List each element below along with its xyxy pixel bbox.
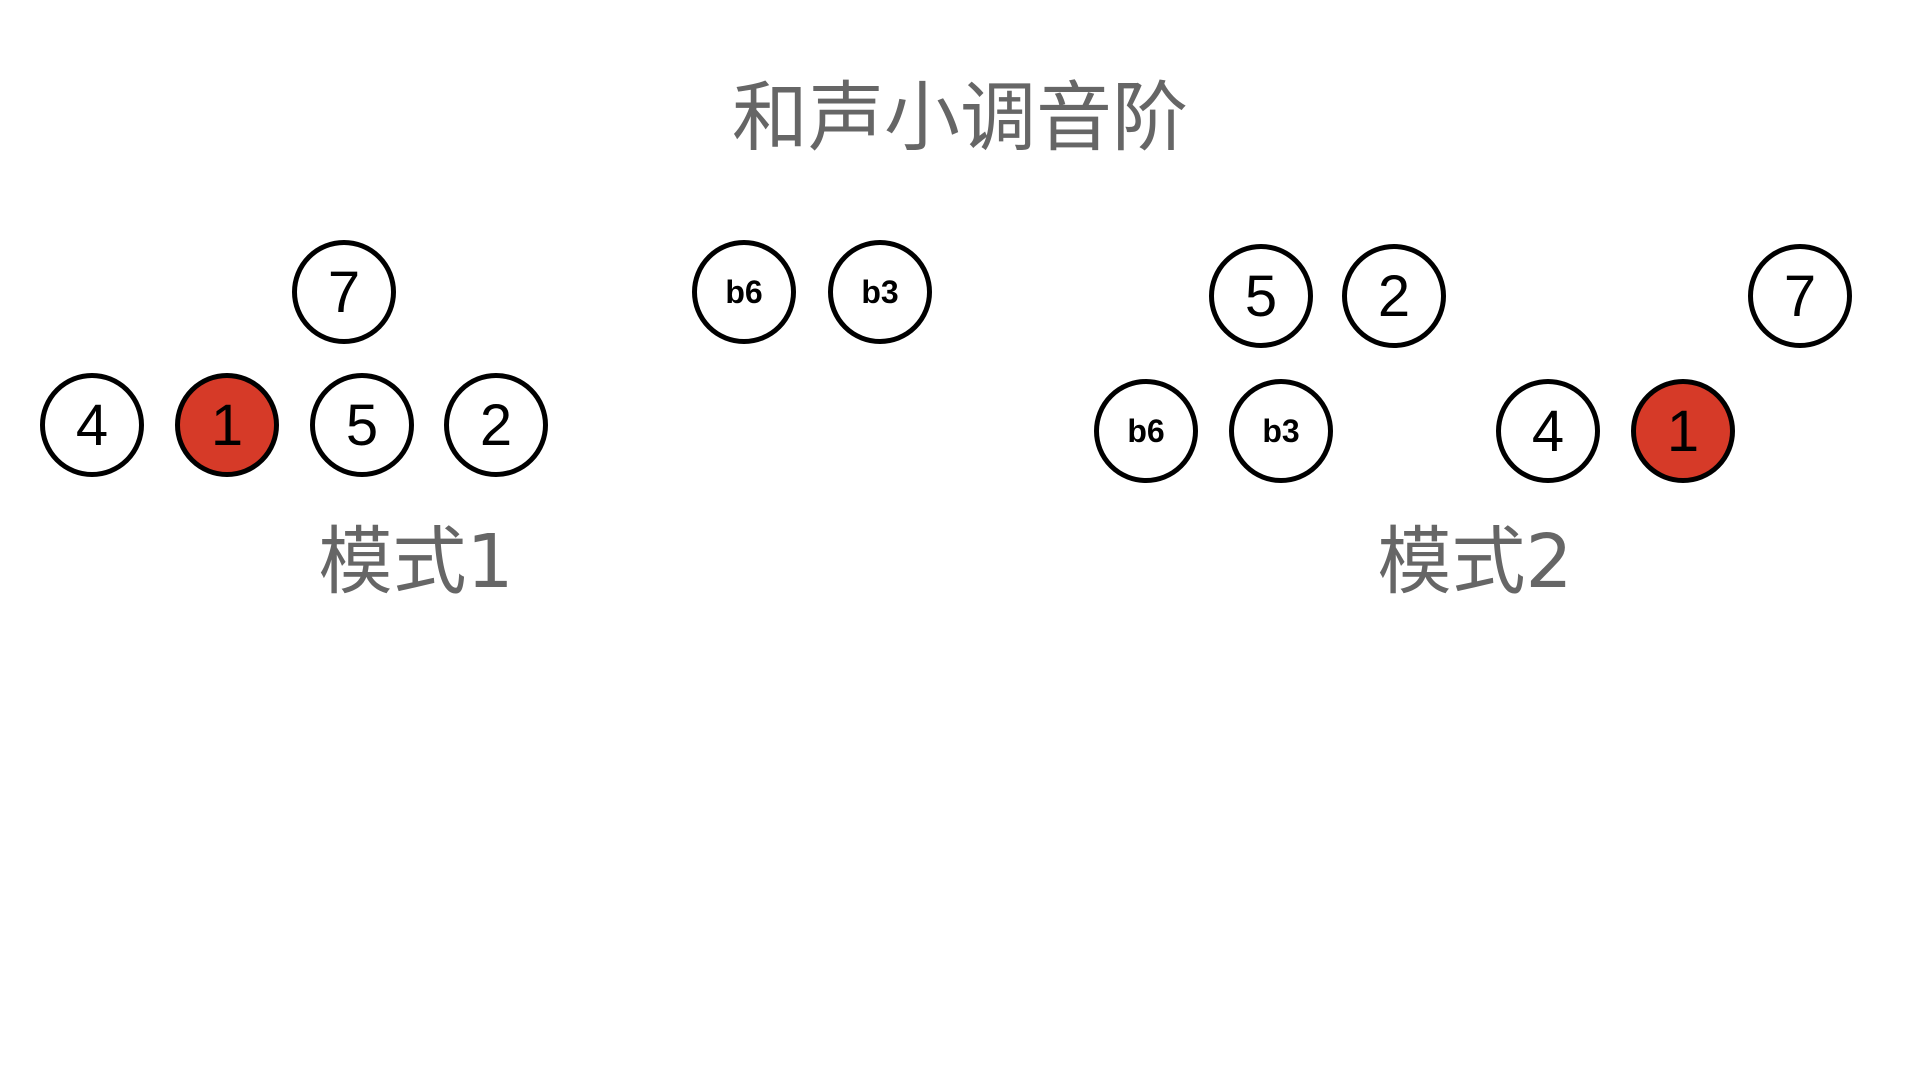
root-note-circle: 1	[175, 373, 279, 477]
note-circle: 4	[1496, 379, 1600, 483]
root-note-circle: 1	[1631, 379, 1735, 483]
note-circle: 2	[1342, 244, 1446, 348]
note-circle: 5	[310, 373, 414, 477]
note-circle: 7	[292, 240, 396, 344]
note-circle: 2	[444, 373, 548, 477]
note-circle: b6	[692, 240, 796, 344]
note-circle: b3	[1229, 379, 1333, 483]
pattern-label: 模式1	[318, 519, 514, 605]
note-circle: b6	[1094, 379, 1198, 483]
note-circle: 5	[1209, 244, 1313, 348]
note-circle: b3	[828, 240, 932, 344]
diagram-title: 和声小调音阶	[732, 73, 1188, 162]
note-circle: 4	[40, 373, 144, 477]
pattern-label: 模式2	[1377, 519, 1573, 605]
note-circle: 7	[1748, 244, 1852, 348]
